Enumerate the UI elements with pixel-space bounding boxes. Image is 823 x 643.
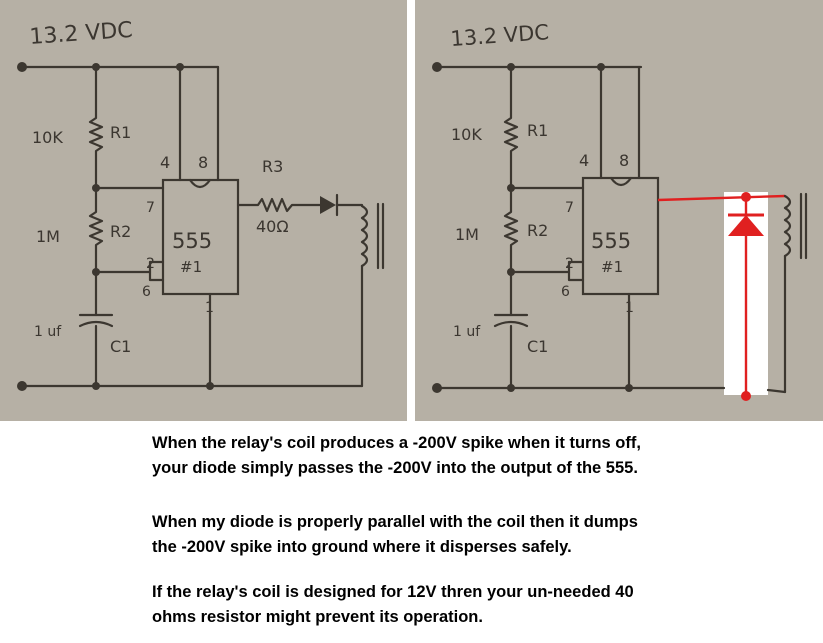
r1-value: 10K bbox=[32, 128, 63, 147]
caption-line: If the relay's coil is designed for 12V … bbox=[152, 583, 634, 601]
caption-line: ohms resistor might prevent its operatio… bbox=[152, 608, 483, 626]
caption-paragraph-3: If the relay's coil is designed for 12V … bbox=[152, 580, 634, 630]
pin-8-label: 8 bbox=[619, 151, 629, 170]
parallel-diode bbox=[728, 215, 764, 236]
pin-4-label: 4 bbox=[160, 153, 170, 172]
supply-node bbox=[17, 62, 27, 72]
pin-8-label: 8 bbox=[198, 153, 208, 172]
pin6-wire bbox=[148, 270, 165, 282]
r1-name: R1 bbox=[110, 123, 131, 142]
caption-line: the -200V spike into ground where it dis… bbox=[152, 538, 572, 556]
r2-value: 1M bbox=[455, 225, 479, 244]
c1-value: 1 uf bbox=[34, 324, 62, 340]
right-schematic: 13.2 VDC 10K R1 1M R2 4 8 555 #1 7 2 6 1 bbox=[432, 20, 808, 401]
pin-7-label: 7 bbox=[565, 200, 574, 216]
supply-node bbox=[432, 62, 442, 72]
caption-paragraph-1: When the relay's coil produces a -200V s… bbox=[152, 431, 641, 481]
supply-label: 13.2 VDC bbox=[450, 20, 550, 51]
caption-line: your diode simply passes the -200V into … bbox=[152, 459, 638, 477]
ground-node bbox=[17, 381, 27, 391]
pin-4-label: 4 bbox=[579, 151, 589, 170]
c1-value: 1 uf bbox=[453, 324, 481, 340]
relay-core bbox=[376, 202, 385, 270]
caption-line: When my diode is properly parallel with … bbox=[152, 513, 638, 531]
caption-paragraph-2: When my diode is properly parallel with … bbox=[152, 510, 638, 560]
relay-coil bbox=[783, 194, 792, 258]
ic-notch bbox=[188, 178, 212, 189]
ground-rail bbox=[435, 386, 787, 394]
junction bbox=[507, 384, 515, 392]
pin-2-label: 2 bbox=[565, 256, 574, 272]
junction bbox=[92, 382, 100, 390]
r3-name: R3 bbox=[262, 157, 283, 176]
r2-value: 1M bbox=[36, 227, 60, 246]
c1-name: C1 bbox=[527, 337, 548, 356]
junction bbox=[206, 382, 214, 390]
pin-6-label: 6 bbox=[561, 284, 570, 300]
r3-resistor bbox=[236, 197, 322, 213]
right-schematic-photo: 13.2 VDC 10K R1 1M R2 4 8 555 #1 7 2 6 1 bbox=[415, 0, 823, 421]
r1-resistor bbox=[88, 65, 104, 190]
r2-resistor bbox=[503, 186, 519, 317]
pin-7-label: 7 bbox=[146, 200, 155, 216]
r3-value: 40Ω bbox=[256, 217, 289, 236]
pin6-wire bbox=[567, 270, 585, 282]
pin2-wire bbox=[509, 260, 585, 274]
junction bbox=[625, 384, 633, 392]
ground-node bbox=[432, 383, 442, 393]
ic-label: 555 bbox=[591, 229, 631, 253]
relay-coil bbox=[360, 204, 369, 268]
pin-6-label: 6 bbox=[142, 284, 151, 300]
c1-name: C1 bbox=[110, 337, 131, 356]
relay-core bbox=[799, 192, 808, 260]
ic-label: 555 bbox=[172, 229, 212, 253]
ic-notch bbox=[609, 176, 633, 187]
r2-resistor bbox=[88, 186, 104, 317]
r2-name: R2 bbox=[527, 221, 548, 240]
pin2-wire bbox=[94, 260, 165, 274]
series-diode bbox=[320, 196, 336, 214]
ic-number: #1 bbox=[180, 258, 202, 276]
output-wire-highlight bbox=[657, 194, 786, 202]
coil-top-wire bbox=[335, 203, 364, 208]
ic-number: #1 bbox=[601, 258, 623, 276]
r1-resistor bbox=[503, 65, 519, 190]
r2-name: R2 bbox=[110, 222, 131, 241]
r1-name: R1 bbox=[527, 121, 548, 140]
diode-bottom-node bbox=[741, 391, 751, 401]
pin-2-label: 2 bbox=[146, 256, 155, 272]
r1-value: 10K bbox=[451, 125, 482, 144]
left-schematic-photo: 13.2 VDC 10K R1 1M R2 4 8 555 #1 7 2 6 1 bbox=[0, 0, 407, 421]
ic-555-body bbox=[161, 178, 240, 296]
supply-label: 13.2 VDC bbox=[29, 18, 134, 50]
c1-capacitor bbox=[78, 313, 114, 328]
c1-capacitor bbox=[493, 313, 529, 328]
ic-555-body bbox=[581, 176, 660, 296]
left-schematic: 13.2 VDC 10K R1 1M R2 4 8 555 #1 7 2 6 1 bbox=[17, 18, 385, 391]
caption-line: When the relay's coil produces a -200V s… bbox=[152, 434, 641, 452]
